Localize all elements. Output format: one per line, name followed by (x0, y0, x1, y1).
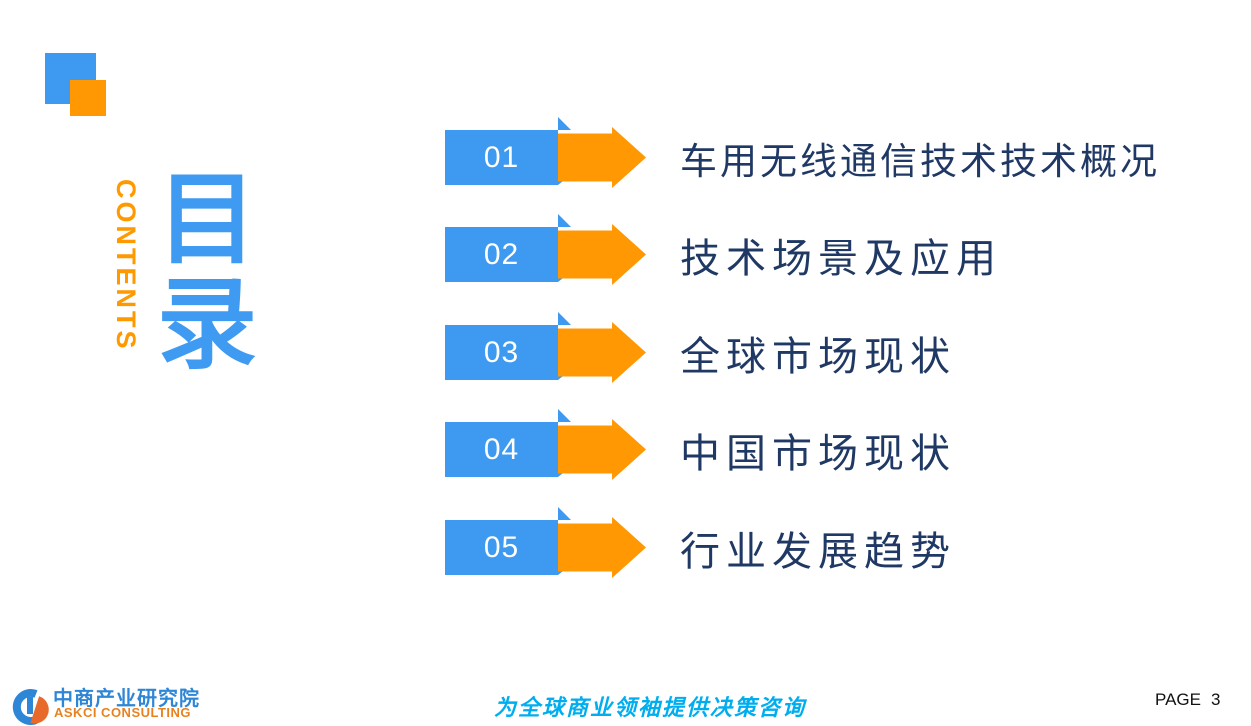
askci-logo-icon (12, 689, 49, 725)
decorative-orange-square (70, 80, 106, 116)
right-arrow-icon (558, 224, 646, 285)
toc-item-label: 车用无线通信技术技术概况 (680, 141, 1160, 183)
toc-number-badge: 05 (445, 520, 558, 575)
banner-fold-icon (558, 507, 571, 520)
toc-item-3[interactable]: 03 全球市场现状 (0, 312, 1251, 395)
banner-fold-icon (558, 214, 571, 227)
logo-company-name-en: ASKCI CONSULTING (54, 705, 192, 720)
page-number: PAGE 3 (1155, 690, 1220, 710)
banner-fold-icon (558, 409, 571, 422)
contents-title-cn: 目录 (157, 164, 257, 381)
toc-item-label: 全球市场现状 (680, 333, 956, 379)
toc-number-badge: 01 (445, 130, 558, 185)
logo-company-name-cn: 中商产业研究院 (53, 688, 200, 710)
right-arrow-icon (558, 127, 646, 188)
toc-number-badge: 04 (445, 422, 558, 477)
right-arrow-icon (558, 322, 646, 383)
toc-item-1[interactable]: 01 车用无线通信技术技术概况 (0, 117, 1251, 200)
right-arrow-icon (558, 419, 646, 480)
page-label: PAGE (1155, 690, 1201, 709)
toc-number-badge: 03 (445, 325, 558, 380)
toc-number-badge: 02 (445, 227, 558, 282)
banner-fold-icon (558, 312, 571, 325)
toc-item-4[interactable]: 04 中国市场现状 (0, 409, 1251, 492)
toc-item-2[interactable]: 02 技术场景及应用 (0, 214, 1251, 297)
toc-item-label: 技术场景及应用 (680, 235, 1002, 281)
footer-slogan: 为全球商业领袖提供决策咨询 (493, 695, 806, 720)
toc-item-label: 中国市场现状 (680, 430, 956, 476)
toc-item-label: 行业发展趋势 (680, 528, 956, 574)
banner-fold-icon (558, 117, 571, 130)
page-number-value: 3 (1210, 690, 1221, 709)
toc-item-5[interactable]: 05 行业发展趋势 (0, 507, 1251, 590)
right-arrow-icon (558, 517, 646, 578)
